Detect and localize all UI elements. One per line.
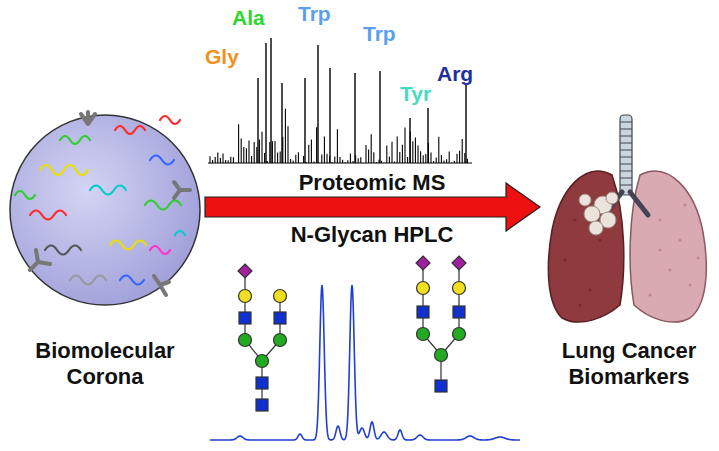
figure-node: Lung Cancer Biomarkers: [540, 110, 718, 390]
glycan-left: [238, 264, 287, 411]
amino-acid-label: Tyr: [400, 82, 431, 106]
node-caption: Lung Cancer Biomarkers: [549, 338, 709, 390]
amino-acid-label: Gly: [205, 45, 239, 69]
node-caption: Biomolecular Corona: [25, 338, 185, 390]
amino-acid-label: Trp: [363, 22, 396, 46]
amino-acid-label: Arg: [437, 62, 473, 86]
method-label: N-Glycan HPLC: [291, 222, 454, 248]
method-label: Proteomic MS: [299, 170, 446, 196]
nanoparticle: [10, 112, 200, 305]
lungs: [548, 115, 706, 322]
mass-spectrum: [208, 38, 472, 163]
amino-acid-label: Trp: [298, 2, 331, 26]
glycan-right: [416, 256, 466, 392]
figure-node: Biomolecular Corona: [5, 110, 205, 390]
chromatogram: [210, 285, 520, 440]
amino-acid-label: Ala: [232, 6, 265, 30]
